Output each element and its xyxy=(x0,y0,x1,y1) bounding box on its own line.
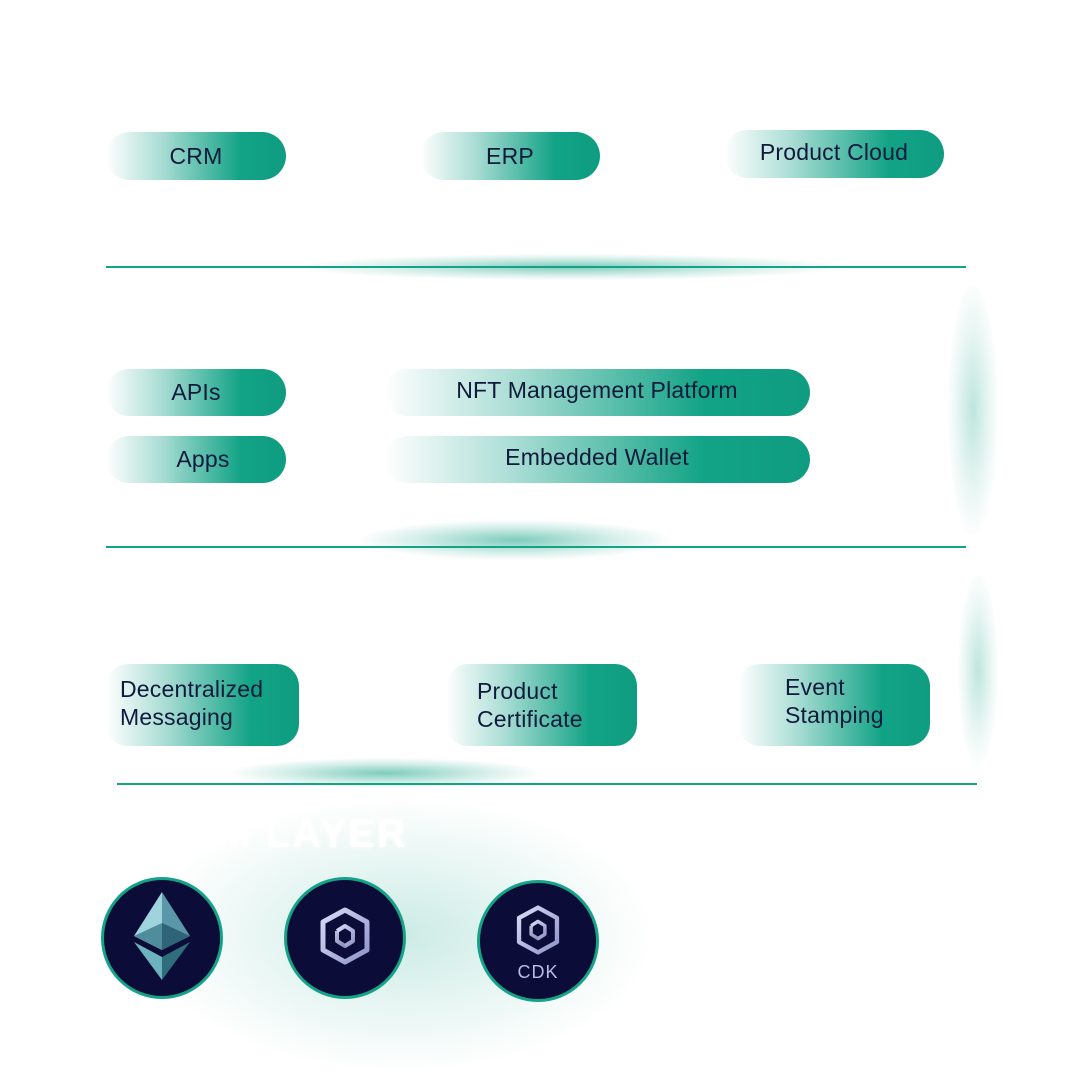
product-certificate-text: Product Certificate xyxy=(477,677,583,733)
apps-label: Apps xyxy=(176,446,230,472)
divider-line-2 xyxy=(106,546,966,548)
polygon-cdk-icon xyxy=(514,905,562,960)
polygon-icon xyxy=(318,907,372,970)
crm-label: CRM xyxy=(169,142,223,169)
decentralized-messaging-line1: Decentralized xyxy=(120,676,264,702)
embedded-wallet-pill: Embedded Wallet xyxy=(384,436,810,483)
product-certificate-line2: Certificate xyxy=(477,706,583,732)
decentralized-messaging-text: Decentralized Messaging xyxy=(120,675,263,731)
event-stamping-pill: Event Stamping xyxy=(738,664,930,746)
divider-line-3 xyxy=(117,783,977,785)
side-glow-2 xyxy=(958,575,998,765)
apis-pill: APIs xyxy=(106,369,286,416)
erp-label: ERP xyxy=(486,142,534,169)
apps-pill: Apps xyxy=(106,436,286,483)
event-stamping-line1: Event xyxy=(785,674,845,700)
embedded-wallet-label: Embedded Wallet xyxy=(505,444,689,470)
polygon-cdk-chain-badge: CDK xyxy=(477,880,599,1002)
cdk-caption: CDK xyxy=(517,962,559,982)
decentralized-messaging-pill: Decentralized Messaging xyxy=(106,664,299,746)
nft-platform-pill: NFT Management Platform xyxy=(384,369,810,416)
product-cloud-label: Product Cloud xyxy=(759,138,909,165)
ethereum-icon xyxy=(134,891,190,985)
product-certificate-line1: Product xyxy=(477,678,558,704)
event-stamping-text: Event Stamping xyxy=(785,673,884,729)
side-glow-1 xyxy=(948,285,998,535)
product-cloud-pill: Product Cloud xyxy=(724,130,944,178)
decentralized-messaging-line2: Messaging xyxy=(120,704,234,730)
ethereum-chain-badge xyxy=(101,877,223,999)
apis-label: APIs xyxy=(171,379,221,405)
divider-glow-2 xyxy=(360,520,670,560)
nft-platform-label: NFT Management Platform xyxy=(456,377,738,403)
evm-layer-label: EVM LAYER xyxy=(160,812,408,856)
erp-pill: ERP xyxy=(420,132,600,180)
event-stamping-line2: Stamping xyxy=(785,702,884,728)
polygon-chain-badge xyxy=(284,877,406,999)
divider-line-1 xyxy=(106,266,966,268)
product-certificate-pill: Product Certificate xyxy=(446,664,637,746)
crm-pill: CRM xyxy=(106,132,286,180)
